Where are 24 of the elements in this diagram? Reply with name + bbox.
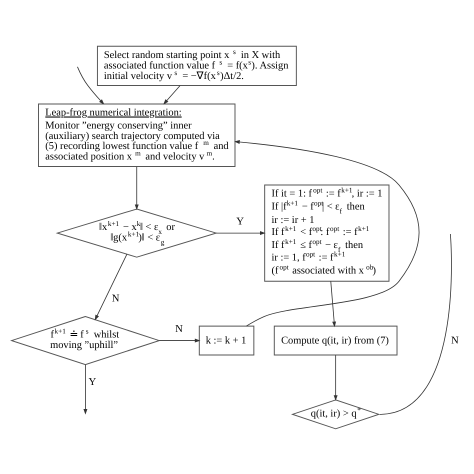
edge-label: N — [175, 324, 183, 335]
arrow — [158, 338, 200, 342]
edge-label: N — [112, 293, 120, 304]
node-diamond: q(it, ir) > q$^{*}$ — [291, 398, 380, 429]
node-diamond: ‖x$^{k+1}$ − x$^{k}$‖ < ε$_{x}$ or ‖g(x$^{k+1}$)‖ < ε$_{g}$ — [56, 208, 218, 258]
arrow — [83, 364, 88, 414]
node-diamond: f$^{k+1}$ ≐ f$^{s}$ whilst moving ”uphill” — [10, 316, 161, 365]
node-box: Select random starting point x$^{s}$ in X with associated function value f$^{s}$ = f(x$^{s}$). Assign initial velocity v$^{s}$ = −∇f(x$^{s}$)Δt/2. — [96, 45, 297, 86]
node-box: Leap-frog numerical integration: Monitor ”energy conserving” inner (auxiliary) search trajectory computed via (5) recording lowest function value f$^{m}$ and associated position x$^{m}$ and velocity v$^{m}$. — [38, 102, 236, 166]
arrow — [77, 66, 104, 104]
node-box: k := k + 1 — [198, 325, 254, 355]
edge-label: Y — [236, 216, 244, 228]
arrow — [216, 230, 266, 235]
edge-label: N — [451, 334, 459, 346]
arrow — [334, 354, 338, 400]
arrow — [163, 84, 181, 104]
arrow — [94, 253, 128, 320]
edge-label: Y — [88, 376, 96, 388]
arrow — [234, 140, 420, 326]
connector — [379, 233, 452, 414]
arrow — [134, 166, 139, 210]
node-box: If it = 1: f$^{opt}$ := f$^{k+1}$, ir := 1 If |f$^{k+1}$ − f$^{opt}$| < ε$_{f}$ then ir := ir + 1 If f$^{k+1}$ < f$^{opt}$: f$^{opt}$ := f$^{k+1}$ If f$^{k+1}$ ≤ f$^{opt}$ − ε$_{f}$ then ir := 1, f$^{opt}$ := f$^{k+1}$ (f$^{opt}$ associated with x$^{ob}$) — [264, 184, 390, 282]
node-box: Compute q(it, ir) from (7) — [274, 325, 398, 355]
arrow — [330, 280, 336, 327]
